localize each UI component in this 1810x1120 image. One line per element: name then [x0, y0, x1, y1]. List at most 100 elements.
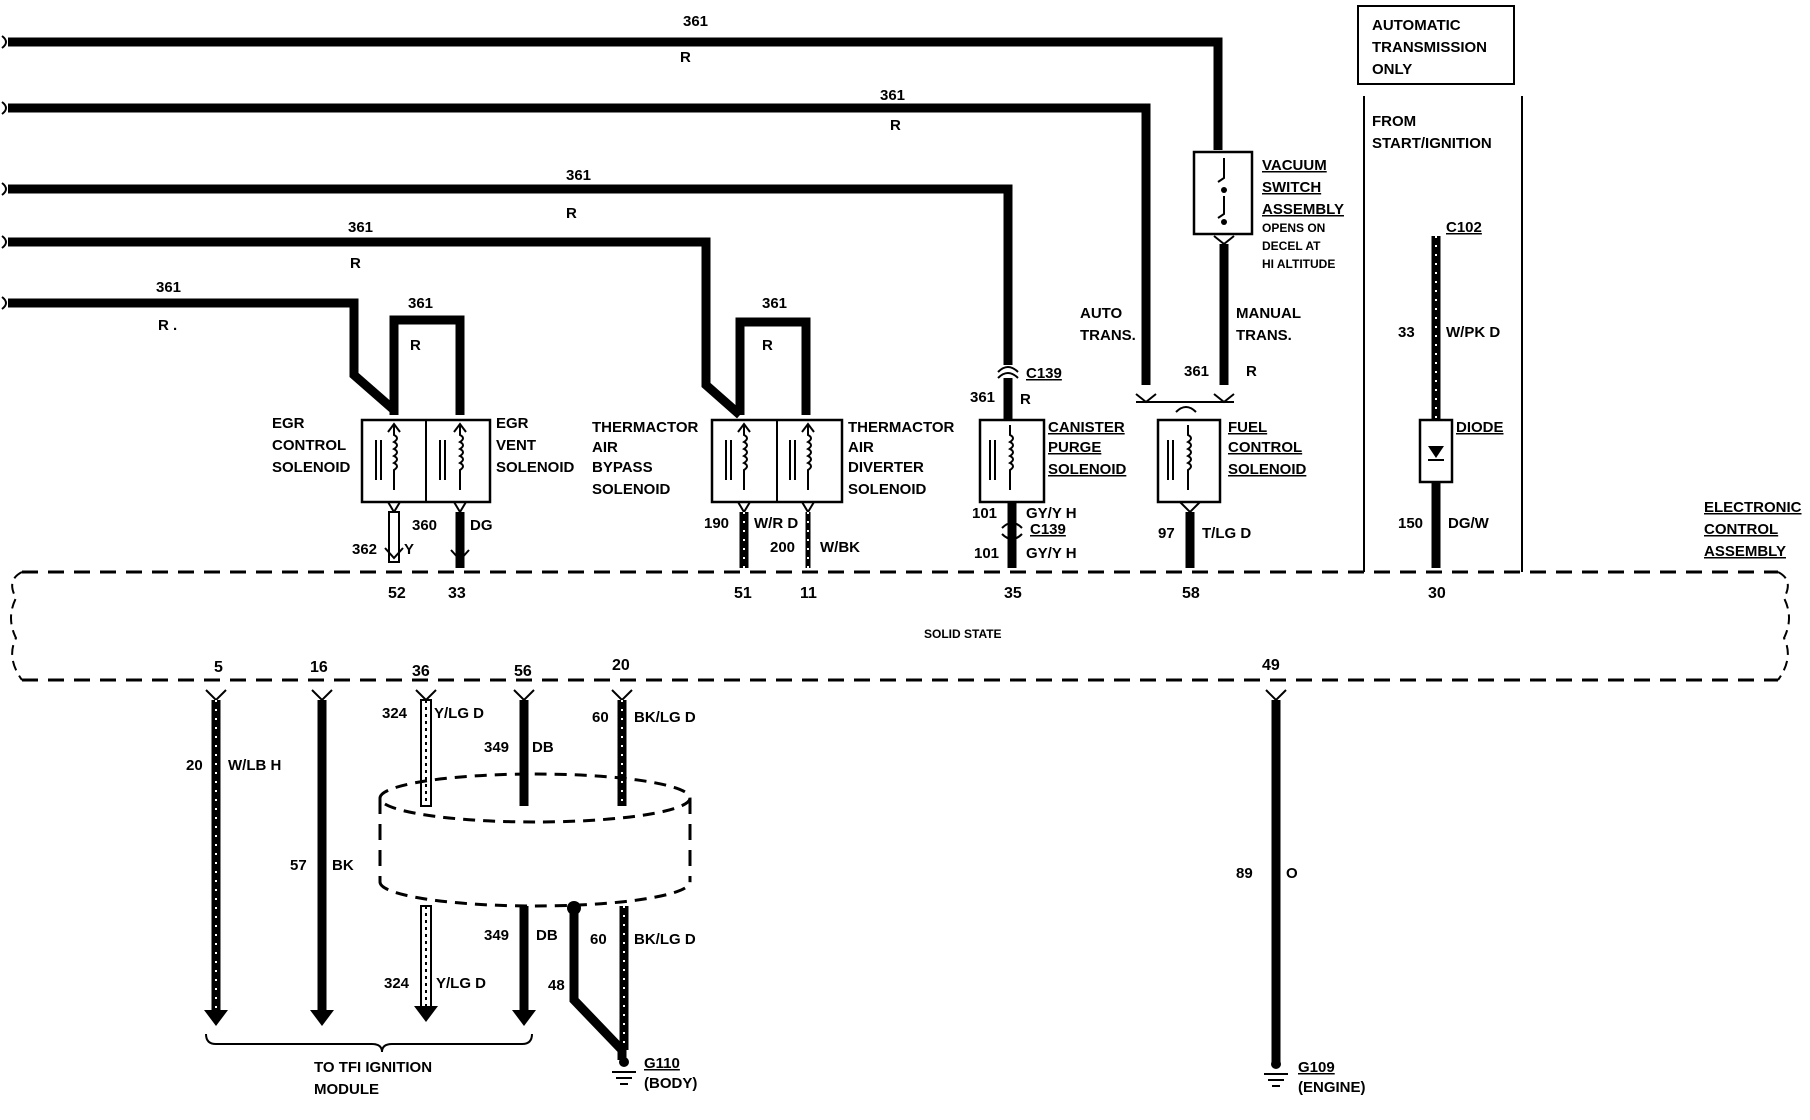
thermactor-feed-num: 361 — [762, 295, 787, 312]
c139-bottom-label: C139 — [1030, 521, 1066, 538]
egr-vent-label-3: SOLENOID — [496, 459, 575, 476]
diverter-label-3: DIVERTER — [848, 459, 924, 476]
from-label-2: START/IGNITION — [1372, 135, 1492, 152]
thermactor-diverter-coil-icon — [789, 422, 815, 490]
ground-g109: 89 O G109 (ENGINE) — [1236, 689, 1366, 1096]
pin-51: 51 — [734, 585, 752, 602]
eca-label-3: ASSEMBLY — [1704, 543, 1786, 560]
egr-w1-num: 362 — [352, 541, 377, 558]
bypass-label-1: THERMACTOR — [592, 419, 699, 436]
canister-feed-num: 361 — [970, 389, 995, 406]
thermactor-w1-num: 190 — [704, 515, 729, 532]
tfi-module-label-1: TO TFI IGNITION — [314, 1059, 432, 1076]
ground-g109-icon — [1264, 1059, 1288, 1087]
egr-w1-color: Y — [404, 541, 414, 558]
tfi-w3-color: Y/LG D — [434, 705, 484, 722]
thermactor-feed-color: R — [762, 337, 773, 354]
pin-56: 56 — [514, 663, 532, 680]
eca-label-2: CONTROL — [1704, 521, 1778, 538]
ground-g110: G110 (BODY) — [612, 1055, 697, 1092]
vacuum-switch: VACUUM SWITCH ASSEMBLY OPENS ON DECEL AT… — [1192, 150, 1344, 385]
pin-58: 58 — [1182, 585, 1200, 602]
feed-wire-5-color: R . — [158, 317, 177, 334]
canister-w1-color: GY/Y H — [1026, 505, 1077, 522]
g109-label: G109 — [1298, 1059, 1335, 1076]
fuel-label-1: FUEL — [1228, 419, 1267, 436]
thermactor-feed-loop — [735, 317, 811, 415]
fuel-coil-icon — [1167, 425, 1192, 490]
fuel-feed-num: 361 — [1184, 363, 1209, 380]
g110-label: G110 — [644, 1055, 680, 1072]
auto-header-3: ONLY — [1372, 61, 1412, 78]
g110-location: (BODY) — [644, 1075, 697, 1092]
tfi-w4-num: 349 — [484, 739, 509, 756]
fuel-control: AUTO TRANS. MANUAL TRANS. 361 R FUEL CON… — [1080, 305, 1307, 568]
feed-wire-3-color: R — [566, 205, 577, 222]
canister-w2-color: GY/Y H — [1026, 545, 1077, 562]
egr-solenoids: 361 R EGR CONTROL SOLENOID EGR VENT SOLE… — [272, 295, 575, 568]
auto-header-2: TRANSMISSION — [1372, 39, 1487, 56]
feed-wire-2-color: R — [890, 117, 901, 134]
canister-purge: C139 361 R CANISTER PURGE SOLENOID 101 G… — [970, 365, 1127, 568]
feed-wire-4-color: R — [350, 255, 361, 272]
canister-w1-num: 101 — [972, 505, 997, 522]
vacuum-note-1: OPENS ON — [1262, 221, 1325, 235]
auto-trans-section: AUTOMATIC TRANSMISSION ONLY FROM START/I… — [1357, 5, 1523, 572]
egr-vent-coil-icon — [439, 422, 467, 490]
tfi-lower-3-num: 324 — [384, 975, 410, 992]
tfi-wiring: 20 W/LB H 57 BK 324 Y/LG D 349 DB 60 BK/… — [186, 689, 696, 1098]
canister-label-1: CANISTER — [1048, 419, 1125, 436]
tfi-w5-num: 60 — [592, 709, 609, 726]
manual-trans-label-1: MANUAL — [1236, 305, 1301, 322]
egr-w2-num: 360 — [412, 517, 437, 534]
thermactor-w1-color: W/R D — [754, 515, 798, 532]
auto-trans-label-2: TRANS. — [1080, 327, 1136, 344]
egr-feed-loop — [389, 315, 465, 415]
auto-header-1: AUTOMATIC — [1372, 17, 1461, 34]
egr-control-coil-icon — [375, 422, 401, 490]
feed-wire-5 — [8, 298, 397, 414]
thermactor-bypass-coil-icon — [725, 422, 751, 490]
egr-vent-label-1: EGR — [496, 415, 529, 432]
fuel-w-color: T/LG D — [1202, 525, 1251, 542]
canister-w2-num: 101 — [974, 545, 999, 562]
tfi-w4-color: DB — [532, 739, 554, 756]
tfi-lower-2-num: 60 — [590, 931, 607, 948]
canister-coil-icon — [989, 425, 1014, 490]
feed-wire-4 — [8, 237, 743, 419]
auto-trans-label-1: AUTO — [1080, 305, 1123, 322]
tfi-w3-num: 324 — [382, 705, 408, 722]
auto-w1-num: 33 — [1398, 324, 1415, 341]
g109-w-color: O — [1286, 865, 1298, 882]
feed-wire-4-num: 361 — [348, 219, 373, 236]
fuel-label-2: CONTROL — [1228, 439, 1302, 456]
bypass-label-3: BYPASS — [592, 459, 653, 476]
vacuum-label-2: SWITCH — [1262, 179, 1321, 196]
canister-feed-color: R — [1020, 391, 1031, 408]
g109-location: (ENGINE) — [1298, 1079, 1366, 1096]
tfi-w1-color: W/LB H — [228, 757, 281, 774]
diode-label: DIODE — [1456, 419, 1504, 436]
canister-label-3: SOLENOID — [1048, 461, 1127, 478]
pin-11: 11 — [800, 585, 817, 602]
diverter-label-1: THERMACTOR — [848, 419, 955, 436]
feed-wire-2 — [8, 103, 1151, 385]
bypass-label-2: AIR — [592, 439, 618, 456]
egr-control-label-3: SOLENOID — [272, 459, 351, 476]
fuel-feed-color: R — [1246, 363, 1257, 380]
shield-wire-num: 48 — [548, 977, 565, 994]
egr-feed-color: R — [410, 337, 421, 354]
feed-wire-5-num: 361 — [156, 279, 181, 296]
egr-w2-color: DG — [470, 517, 493, 534]
canister-label-2: PURGE — [1048, 439, 1101, 456]
fuel-w-num: 97 — [1158, 525, 1175, 542]
pin-30: 30 — [1428, 585, 1446, 602]
tfi-w2-num: 57 — [290, 857, 307, 874]
c102-label: C102 — [1446, 219, 1482, 236]
tfi-lower-1-color: DB — [536, 927, 558, 944]
tfi-brace — [205, 1033, 533, 1053]
diverter-label-4: SOLENOID — [848, 481, 927, 498]
egr-control-label-1: EGR — [272, 415, 305, 432]
fuel-label-3: SOLENOID — [1228, 461, 1307, 478]
